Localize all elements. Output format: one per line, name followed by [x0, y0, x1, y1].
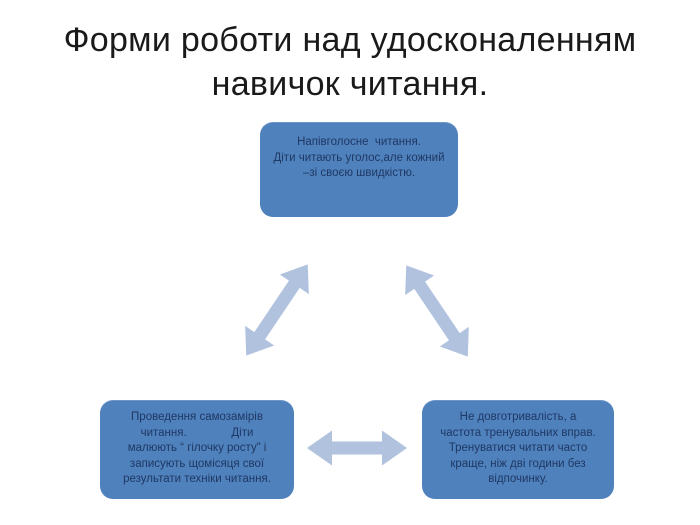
diagram-node-bottom-right: Не довготривалість, а частота тренувальн…	[422, 400, 614, 499]
diagram-node-top-text: Напівголосне читання. Діти читають уголо…	[273, 136, 445, 180]
double-arrow-icon	[245, 264, 309, 356]
double-arrow-icon	[405, 265, 469, 357]
double-arrow-icon	[307, 430, 407, 466]
diagram-node-bottom-right-text: Не довготривалість, а частота тренувальн…	[440, 411, 596, 486]
diagram-node-bottom-left-text: Проведення самозамірів читання. Діти мал…	[123, 411, 271, 486]
diagram-node-bottom-left: Проведення самозамірів читання. Діти мал…	[100, 400, 294, 499]
slide-title: Форми роботи над удосконаленням навичок …	[63, 21, 637, 103]
diagram-node-top: Напівголосне читання. Діти читають уголо…	[260, 122, 458, 217]
